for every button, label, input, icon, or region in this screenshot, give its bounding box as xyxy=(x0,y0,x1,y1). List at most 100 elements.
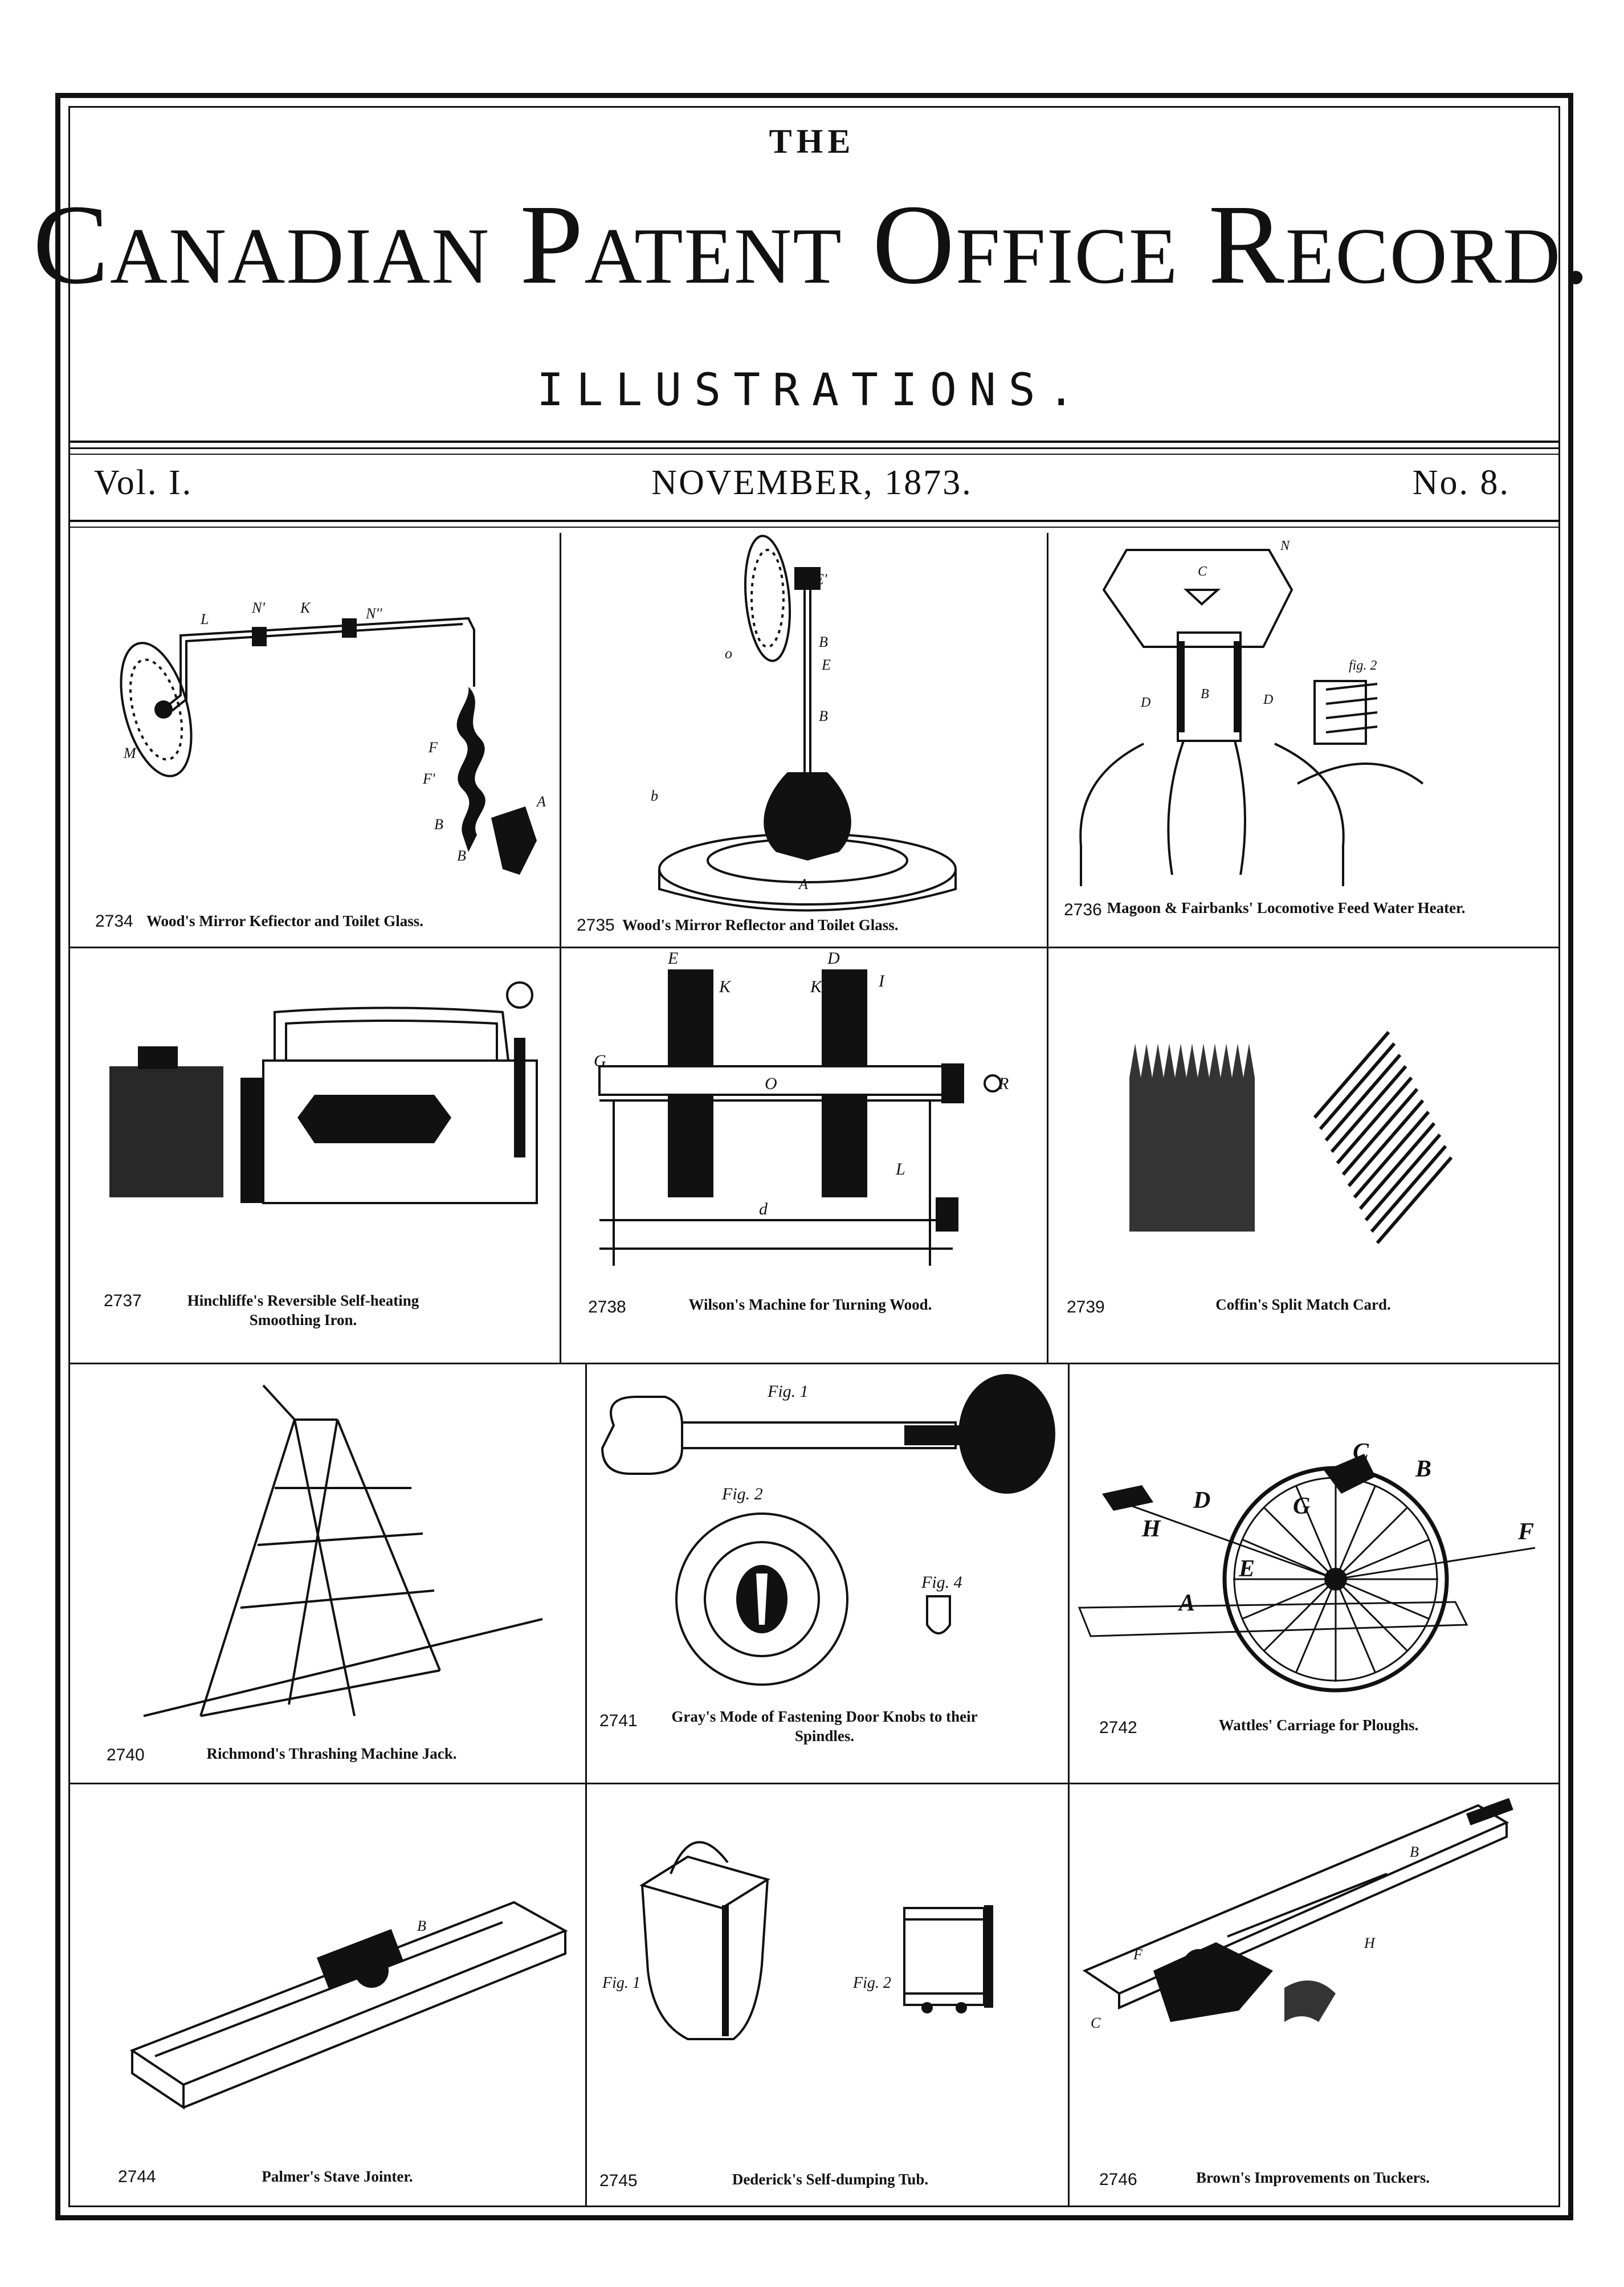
tucker-improvements-illustration: BF HC xyxy=(1082,1797,1513,2031)
patent-number: 2735 xyxy=(577,916,615,935)
svg-text:K: K xyxy=(719,977,732,996)
svg-text:H: H xyxy=(1141,1516,1161,1542)
masthead-title: Canadian Patent Office Record. xyxy=(32,182,1592,308)
svg-text:fig. 2: fig. 2 xyxy=(1349,658,1377,673)
svg-text:R: R xyxy=(998,1074,1009,1093)
patent-cell-2737: 2737 Hinchliffe's Reversible Self-heatin… xyxy=(70,947,560,1363)
issue-volume: Vol. I. xyxy=(94,463,193,502)
patent-number: 2742 xyxy=(1099,1718,1137,1737)
fig-4-label: Fig. 4 xyxy=(921,1573,962,1592)
svg-text:O: O xyxy=(765,1074,777,1093)
svg-text:K: K xyxy=(810,977,823,996)
patent-number: 2746 xyxy=(1099,2170,1137,2189)
svg-text:C: C xyxy=(1198,564,1207,579)
svg-text:L: L xyxy=(895,1160,905,1179)
patent-number: 2738 xyxy=(588,1298,626,1316)
patent-caption: Palmer's Stave Jointer. xyxy=(262,2168,413,2185)
svg-text:C: C xyxy=(1353,1439,1369,1465)
patent-number: 2739 xyxy=(1067,1298,1105,1316)
patent-cell-2744: B 2744 Palmer's Stave Jointer. xyxy=(70,1783,585,2206)
masthead-subtitle: ILLUSTRATIONS. xyxy=(537,365,1087,416)
svg-text:A: A xyxy=(1177,1590,1195,1616)
svg-text:F: F xyxy=(1517,1519,1534,1545)
stave-jointer-illustration: B xyxy=(129,1901,568,2110)
patent-number: 2741 xyxy=(599,1711,638,1730)
patent-caption: Coffin's Split Match Card. xyxy=(1215,1296,1391,1313)
patent-caption: Magoon & Fairbanks' Locomotive Feed Wate… xyxy=(1107,899,1466,916)
svg-text:L: L xyxy=(200,611,209,627)
svg-text:F: F xyxy=(428,739,438,756)
header-rule-top xyxy=(70,441,1559,443)
patent-caption: Dederick's Self-dumping Tub. xyxy=(732,2171,929,2188)
svg-text:A: A xyxy=(536,793,546,810)
patent-cell-2745: Fig. 1 Fig. 2 2745 Dederick's Self-dumpi… xyxy=(585,1783,1068,2206)
svg-text:b: b xyxy=(651,788,658,804)
grid-hline xyxy=(70,1363,1559,1364)
mirror-reflector-illustration: E'B EB Ab o xyxy=(651,535,957,912)
header-rule-middle xyxy=(70,447,1559,449)
issue-date: NOVEMBER, 1873. xyxy=(651,463,973,502)
self-dumping-tub-illustration: Fig. 1 Fig. 2 xyxy=(602,1841,993,2040)
fig-2-label: Fig. 2 xyxy=(852,1974,891,1992)
fig-1-label: Fig. 1 xyxy=(602,1974,640,1992)
patent-caption: Brown's Improvements on Tuckers. xyxy=(1195,2169,1430,2186)
patent-caption: Gray's Mode of Fastening Door Knobs to t… xyxy=(671,1708,978,1744)
wood-turning-machine-illustration: EK DK IO dL GR xyxy=(594,949,1009,1266)
svg-text:F': F' xyxy=(422,771,435,787)
patent-number: 2736 xyxy=(1064,900,1102,919)
svg-text:E: E xyxy=(1238,1556,1255,1582)
svg-text:D: D xyxy=(1193,1487,1210,1514)
svg-text:G: G xyxy=(1293,1493,1310,1519)
svg-text:D: D xyxy=(827,949,840,968)
patent-caption: Richmond's Thrashing Machine Jack. xyxy=(206,1745,457,1762)
svg-text:E: E xyxy=(667,949,678,968)
patent-caption: Hinchliffe's Reversible Self-heating Smo… xyxy=(187,1292,419,1328)
fig-1-label: Fig. 1 xyxy=(767,1382,809,1401)
header-rule-bottom xyxy=(70,454,1559,455)
svg-text:B: B xyxy=(819,634,828,650)
patent-caption: Wattles' Carriage for Ploughs. xyxy=(1218,1717,1419,1734)
patent-cell-2740: 2740 Richmond's Thrashing Machine Jack. xyxy=(70,1363,585,1783)
smoothing-iron-illustration xyxy=(109,981,538,1204)
patent-number: 2744 xyxy=(118,2167,156,2186)
patent-caption: Wood's Mirror Reflector and Toilet Glass… xyxy=(622,916,899,933)
patent-number: 2740 xyxy=(107,1746,145,1764)
issue-rule xyxy=(70,520,1559,522)
svg-text:B: B xyxy=(417,1918,426,1934)
grid-hline xyxy=(70,1783,1559,1784)
svg-text:o: o xyxy=(725,645,732,662)
svg-text:D: D xyxy=(1140,695,1150,710)
svg-text:B: B xyxy=(457,847,466,864)
patent-caption: Wilson's Machine for Turning Wood. xyxy=(688,1296,932,1313)
svg-text:d: d xyxy=(759,1200,768,1218)
patent-cell-2741: Fig. 1 Fig. 2 Fig. 4 2741 Gray's Mode of… xyxy=(585,1363,1068,1783)
svg-text:M: M xyxy=(123,745,137,761)
thrashing-machine-jack-illustration xyxy=(143,1384,543,1717)
svg-text:K: K xyxy=(300,600,311,616)
svg-text:A: A xyxy=(798,876,808,892)
svg-text:G: G xyxy=(594,1051,606,1070)
fig-2-label: Fig. 2 xyxy=(721,1485,763,1503)
match-card-illustration xyxy=(1129,1031,1453,1244)
svg-text:E: E xyxy=(821,657,831,673)
svg-text:D: D xyxy=(1263,692,1273,707)
outer-border xyxy=(55,93,1573,2220)
svg-text:N'': N'' xyxy=(365,605,382,622)
patent-number: 2734 xyxy=(95,912,133,931)
svg-text:B: B xyxy=(434,816,443,833)
patent-caption: Wood's Mirror Kefiector and Toilet Glass… xyxy=(146,912,423,930)
patent-cell-2739: 2739 Coffin's Split Match Card. xyxy=(1047,947,1559,1363)
grid-hline xyxy=(70,947,1559,948)
inner-border xyxy=(68,106,1560,2207)
svg-text:N: N xyxy=(1280,539,1291,553)
svg-text:B: B xyxy=(1410,1844,1419,1860)
svg-text:B: B xyxy=(819,708,828,724)
svg-text:C: C xyxy=(1091,2015,1101,2031)
